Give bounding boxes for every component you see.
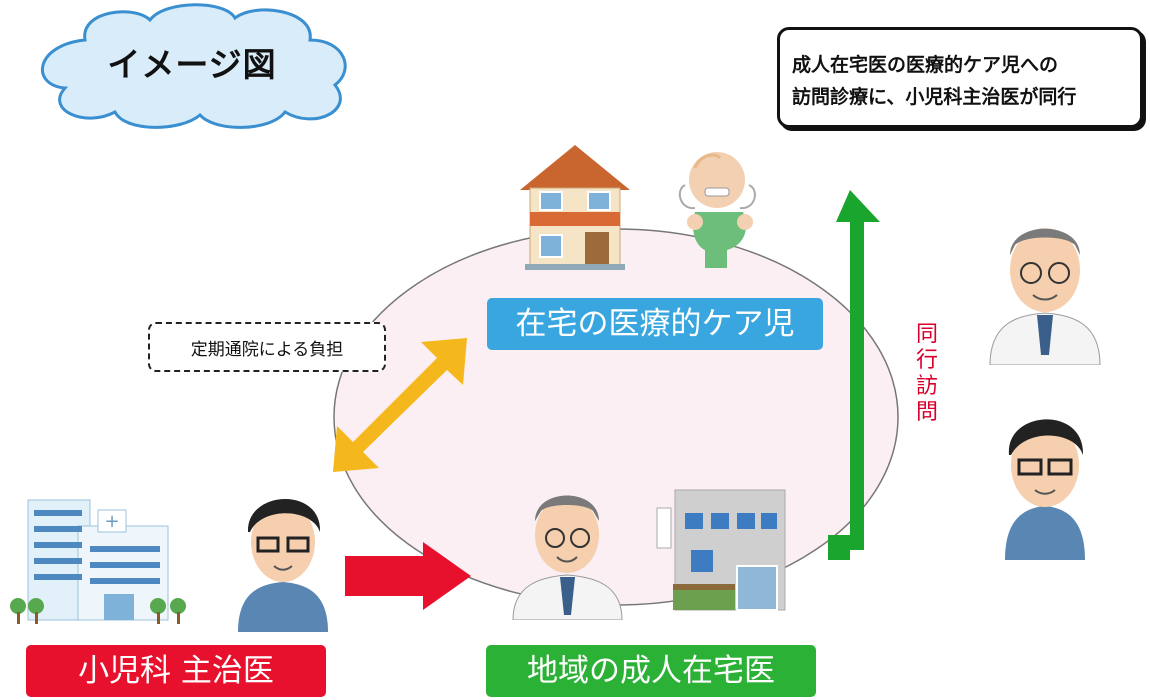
note-line-2: 訪問診療に、小児科主治医が同行 xyxy=(792,86,1077,108)
accompanied-visit-char-4: 問 xyxy=(915,400,938,425)
accompanied-visit-char-1: 同 xyxy=(915,322,938,347)
pediatrician-icon xyxy=(238,498,328,632)
clinic-icon xyxy=(656,489,786,611)
note-line-1: 成人在宅医の医療的ケア児への xyxy=(792,54,1059,76)
hospital-icon: + xyxy=(10,499,186,624)
red-arrow-icon xyxy=(345,542,471,610)
medical-care-child-label: 在宅の医療的ケア児 xyxy=(487,298,823,350)
adult-home-doctor-label: 地域の成人在宅医 xyxy=(486,645,816,697)
accompanied-visit-char-3: 訪 xyxy=(915,374,938,399)
pediatrician-label: 小児科 主治医 xyxy=(26,645,326,697)
young-doctor-icon xyxy=(1005,419,1085,560)
adult-home-doctor-icon xyxy=(512,495,623,620)
svg-text:+: + xyxy=(104,511,119,532)
cloud-title: イメージ図 xyxy=(107,45,277,84)
accompanied-visit-char-2: 行 xyxy=(915,348,938,373)
baby-icon xyxy=(678,152,756,268)
yellow-double-arrow-icon xyxy=(333,338,467,472)
burden-label: 定期通院による負担 xyxy=(190,340,344,360)
accompanied-visit-label: 同 行 訪 問 xyxy=(907,322,947,426)
green-return-arrow-icon xyxy=(828,190,880,560)
burden-dashed-box: 定期通院による負担 xyxy=(148,322,386,372)
note-box: 成人在宅医の医療的ケア児への 訪問診療に、小児科主治医が同行 xyxy=(777,27,1143,128)
older-doctor-icon xyxy=(989,228,1101,365)
house-icon xyxy=(520,145,630,270)
cloud-shape xyxy=(40,3,347,129)
